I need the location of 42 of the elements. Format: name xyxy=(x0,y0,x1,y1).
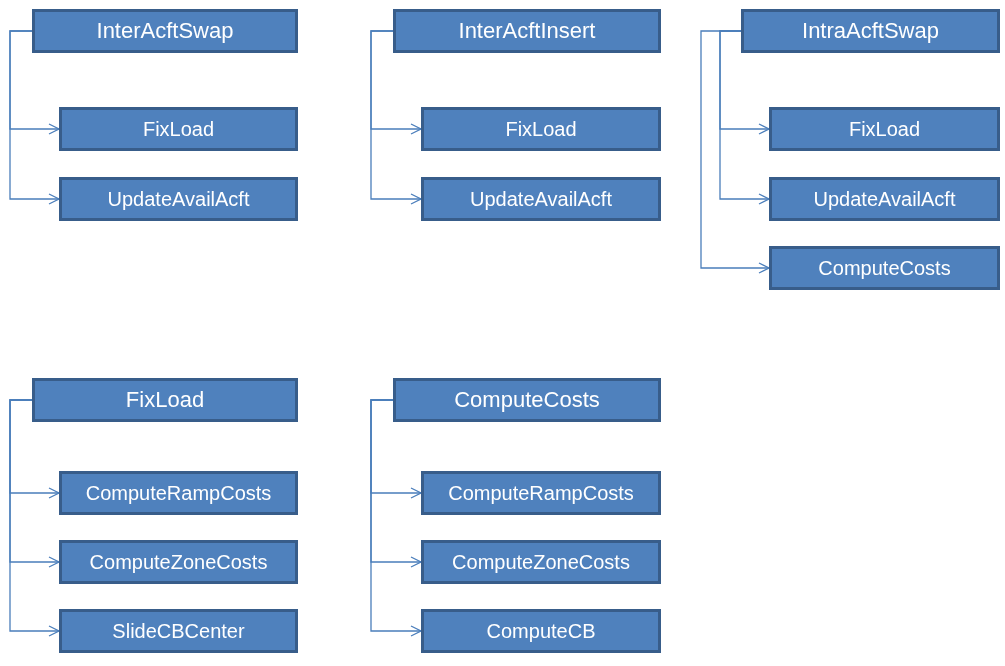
box-label: InterAcftInsert xyxy=(458,18,596,44)
process-box xyxy=(59,107,298,151)
connector-arrow xyxy=(370,30,422,205)
box-label: ComputeCosts xyxy=(454,387,600,413)
process-box xyxy=(421,540,661,584)
process-box xyxy=(741,9,1000,53)
box-label: UpdateAvailAcft xyxy=(813,187,956,211)
process-box xyxy=(59,609,298,653)
connector-arrow xyxy=(700,30,770,274)
process-box xyxy=(59,540,298,584)
process-box xyxy=(421,609,661,653)
process-box xyxy=(769,177,1000,221)
box-label: FixLoad xyxy=(848,117,921,141)
process-box xyxy=(393,378,661,422)
process-box xyxy=(32,9,298,53)
box-label: ComputeZoneCosts xyxy=(89,550,268,574)
process-box xyxy=(421,471,661,515)
process-box xyxy=(393,9,661,53)
process-box xyxy=(769,246,1000,290)
box-label: UpdateAvailAcft xyxy=(470,187,612,211)
connector-arrow xyxy=(370,399,422,637)
box-label: FixLoad xyxy=(505,117,577,141)
box-label: SlideCBCenter xyxy=(112,619,245,643)
box-label: FixLoad xyxy=(142,117,215,141)
box-label: ComputeRampCosts xyxy=(448,481,634,505)
box-label: ComputeCosts xyxy=(818,256,951,280)
box-label: FixLoad xyxy=(125,387,205,413)
box-label: IntraAcftSwap xyxy=(802,18,939,44)
box-label: ComputeZoneCosts xyxy=(452,550,630,574)
process-box xyxy=(769,107,1000,151)
box-label: InterAcftSwap xyxy=(96,18,234,44)
box-label: ComputeCB xyxy=(486,619,596,643)
process-box xyxy=(59,177,298,221)
process-box xyxy=(421,177,661,221)
process-box xyxy=(59,471,298,515)
connector-arrow xyxy=(9,30,60,205)
process-box xyxy=(421,107,661,151)
connector-arrow xyxy=(9,399,60,637)
box-label: UpdateAvailAcft xyxy=(107,187,250,211)
connector-arrow xyxy=(719,30,770,205)
process-box xyxy=(32,378,298,422)
box-label: ComputeRampCosts xyxy=(85,481,272,505)
